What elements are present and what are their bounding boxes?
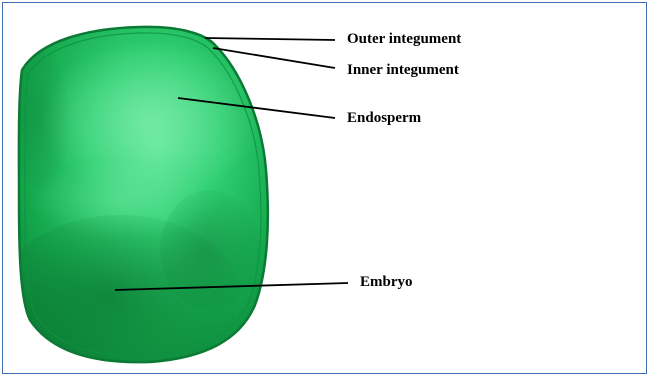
embryo-label: Embryo [360, 274, 413, 290]
outer-integument-pointer [205, 38, 335, 40]
endosperm-label: Endosperm [347, 110, 421, 126]
outer-integument-label: Outer integument [347, 31, 461, 47]
inner-integument-label: Inner integument [347, 62, 459, 78]
